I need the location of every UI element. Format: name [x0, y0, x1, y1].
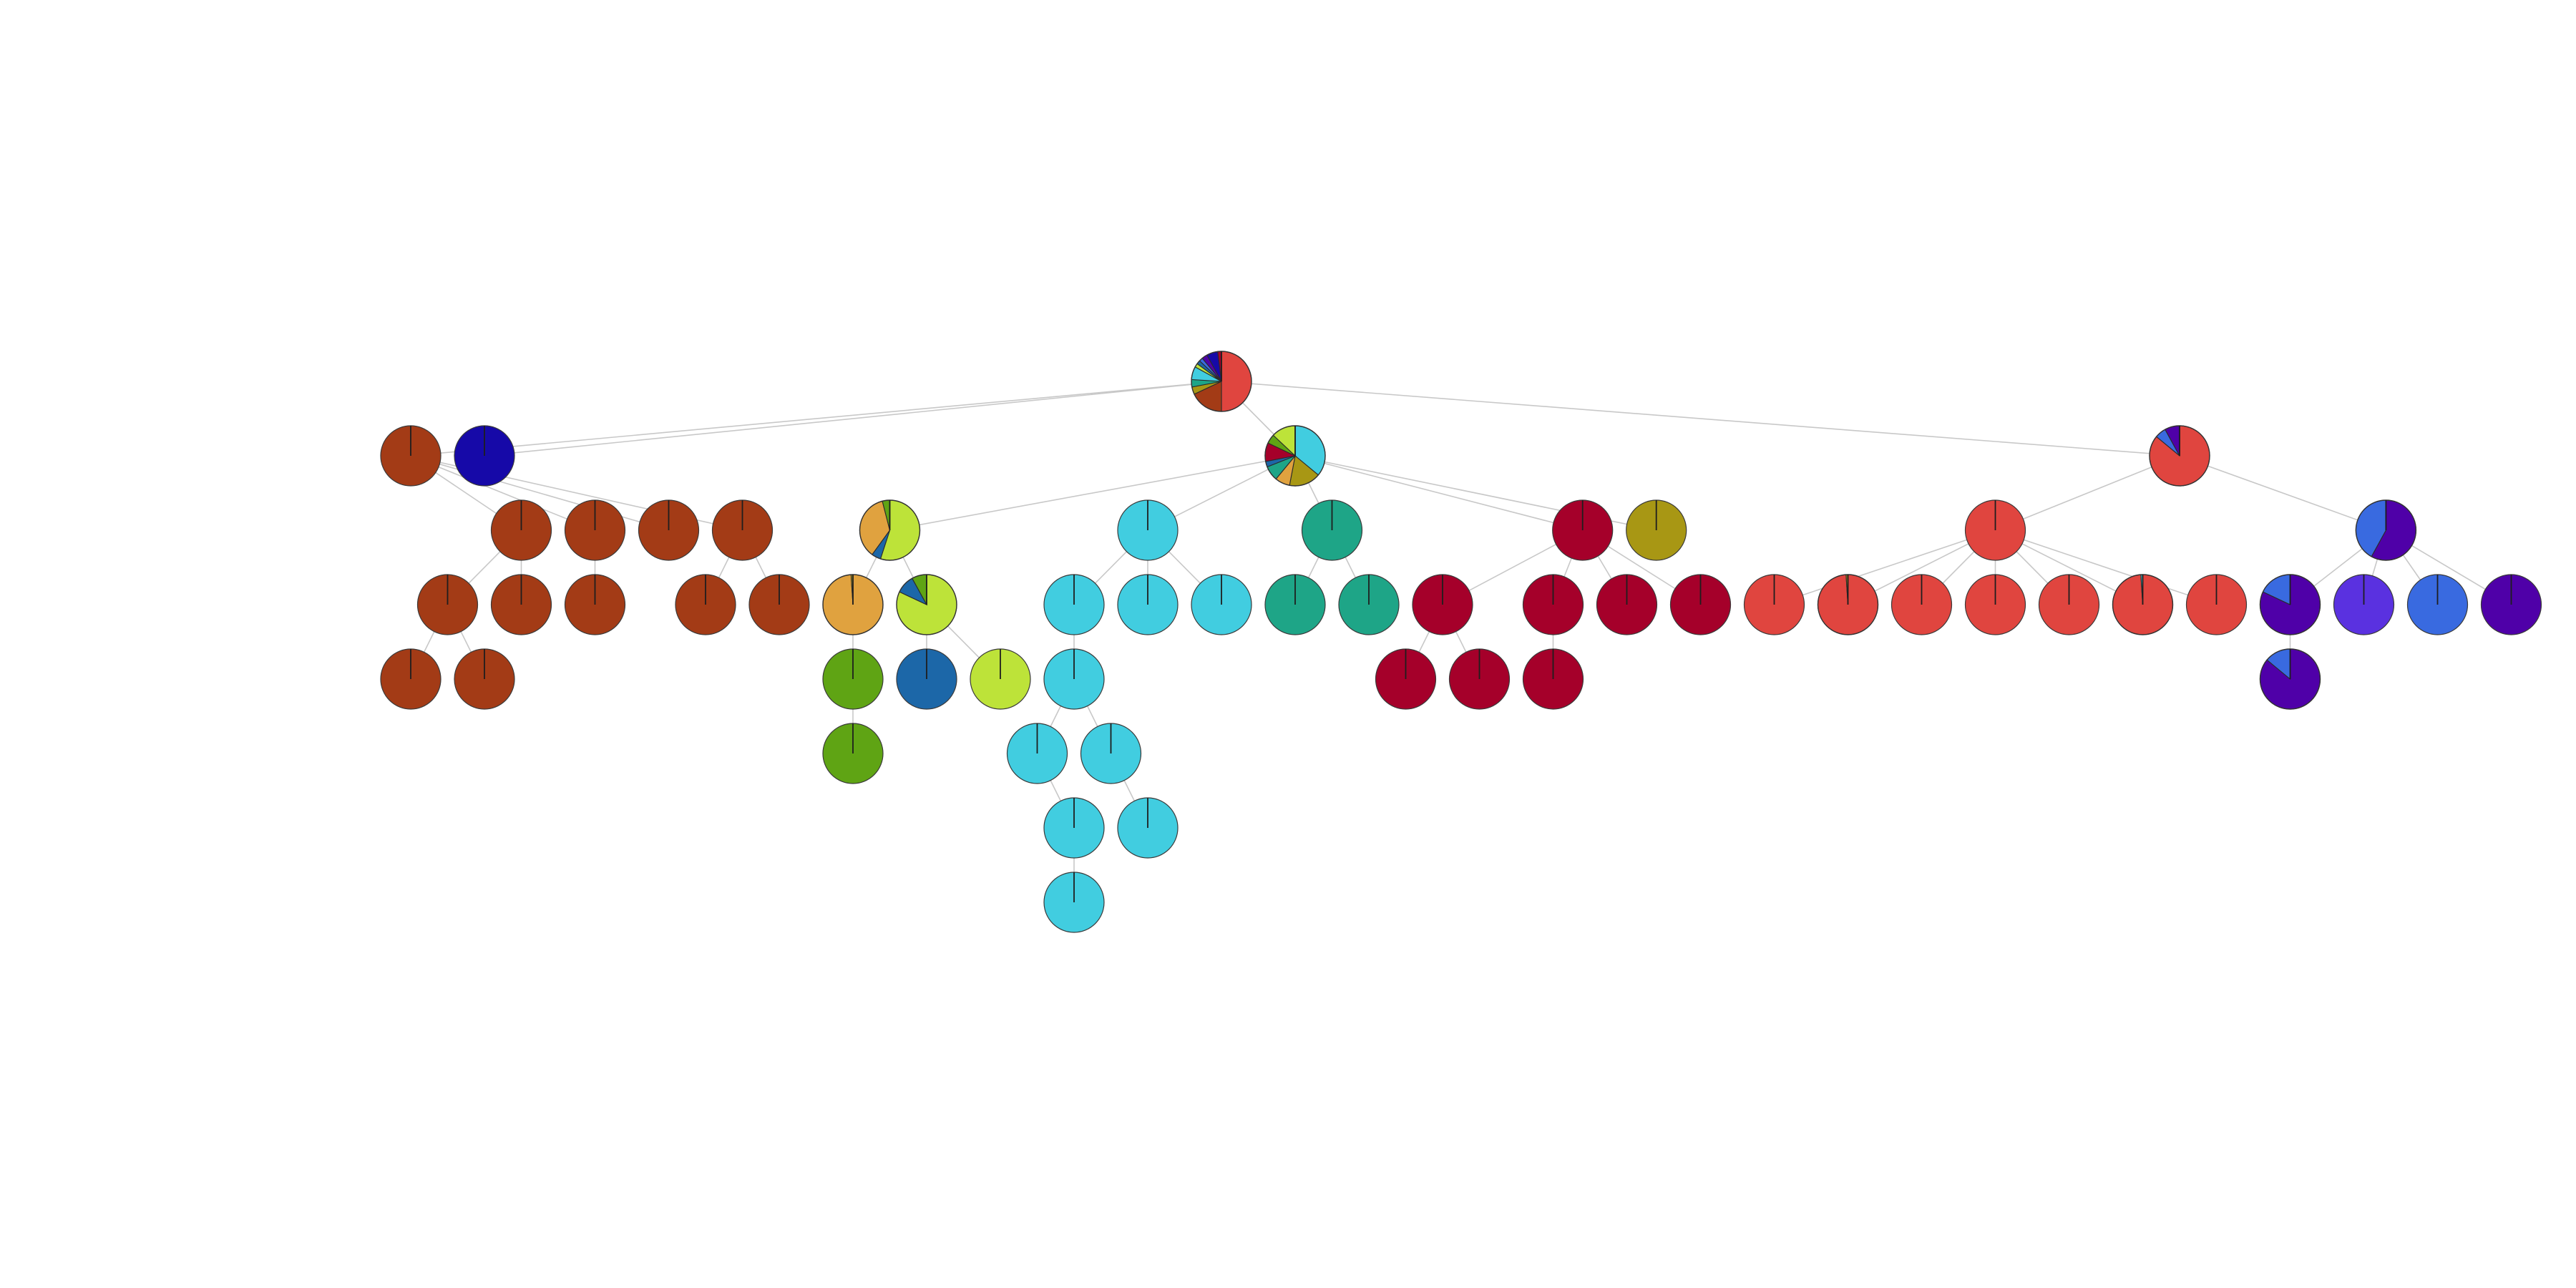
tree-node-d1a[interactable] [1743, 574, 1805, 635]
tree-node-c4a2[interactable] [1448, 648, 1511, 710]
tree-node-a1b[interactable] [490, 574, 552, 635]
tree-node-a4b[interactable] [748, 574, 810, 635]
tree-node-a4[interactable] [711, 499, 774, 561]
tree-node-c2a[interactable] [1043, 574, 1105, 635]
tree-node-d[interactable] [2149, 425, 2210, 487]
tree-node-d2c[interactable] [2406, 574, 2469, 635]
edge-c-c4 [1294, 455, 1583, 531]
tree-node-c2a1b1[interactable] [1117, 797, 1179, 859]
edge-d1-d1g [1995, 530, 2217, 605]
tree-node-a[interactable] [380, 425, 441, 487]
tree-node-b[interactable] [454, 425, 515, 487]
tree-node-a2[interactable] [564, 499, 626, 561]
tree-node-a1a2[interactable] [454, 648, 515, 710]
tree-node-root[interactable] [1191, 351, 1252, 412]
tree-node-d2[interactable] [2355, 499, 2417, 561]
edge-root-a [410, 381, 1222, 457]
tree-node-a3[interactable] [638, 499, 700, 561]
tree-node-d2a1[interactable] [2259, 648, 2321, 710]
tree-node-a1[interactable] [490, 499, 552, 561]
pie-slice-red [1221, 351, 1252, 412]
tree-node-a2a[interactable] [564, 574, 626, 635]
edge-root-d [1221, 381, 2180, 457]
tree-node-c1[interactable] [859, 499, 921, 561]
edge-d1-d1a [1774, 530, 1996, 605]
tree-node-c3[interactable] [1301, 499, 1363, 561]
tree-node-c2a1a[interactable] [1006, 723, 1068, 784]
tree-node-c4b[interactable] [1522, 574, 1584, 635]
edge-a-a3 [410, 455, 669, 531]
tree-node-c4d[interactable] [1669, 574, 1732, 635]
tree-node-c1b1[interactable] [896, 648, 957, 710]
tree-node-c2a1b[interactable] [1080, 723, 1142, 784]
tree-node-c2c[interactable] [1191, 574, 1252, 635]
edge-d-d1 [1995, 455, 2180, 531]
tree-node-c4b1[interactable] [1522, 648, 1584, 710]
tree-node-c[interactable] [1264, 425, 1326, 487]
tree-node-d1f[interactable] [2112, 574, 2174, 635]
tree-node-c4a1[interactable] [1375, 648, 1437, 710]
tree-node-c4[interactable] [1552, 499, 1614, 561]
tree-node-c5[interactable] [1626, 499, 1687, 561]
tree-node-c2a1a1[interactable] [1043, 797, 1105, 859]
tree-node-c2b[interactable] [1117, 574, 1179, 635]
tree-node-d1[interactable] [1964, 499, 2026, 561]
tree-node-d2a[interactable] [2259, 574, 2321, 635]
tree-node-c1b[interactable] [896, 574, 957, 635]
tree-node-d1c[interactable] [1890, 574, 1953, 635]
tree-node-c4a[interactable] [1412, 574, 1473, 635]
tree-node-d2d[interactable] [2480, 574, 2542, 635]
tree-node-d1e[interactable] [2038, 574, 2100, 635]
edge-a-a2 [410, 455, 595, 531]
edge-c-c1 [889, 455, 1296, 531]
tree-node-d1b[interactable] [1817, 574, 1879, 635]
edge-d-d2 [2179, 455, 2386, 531]
tree-node-d2b[interactable] [2333, 574, 2395, 635]
tree-node-c2a1a1a[interactable] [1043, 872, 1105, 933]
tree-node-a1a1[interactable] [380, 648, 441, 710]
tree-node-d1g[interactable] [2185, 574, 2248, 635]
tree-node-c1b2[interactable] [970, 648, 1031, 710]
tree-nodes [380, 351, 2542, 933]
tree-node-c3a[interactable] [1264, 574, 1326, 635]
tree-node-d1d[interactable] [1964, 574, 2026, 635]
tree-node-c3b[interactable] [1338, 574, 1400, 635]
tree-node-c1a1a[interactable] [822, 723, 884, 784]
tree-node-c1a[interactable] [822, 574, 884, 635]
tree-node-c2a1[interactable] [1043, 648, 1105, 710]
tree-node-c2[interactable] [1117, 499, 1179, 561]
tree-node-c4c[interactable] [1596, 574, 1658, 635]
tree-node-c1a1[interactable] [822, 648, 884, 710]
tree-node-a4a[interactable] [675, 574, 736, 635]
edge-root-b [484, 381, 1222, 457]
tree-node-a1a[interactable] [416, 574, 479, 635]
